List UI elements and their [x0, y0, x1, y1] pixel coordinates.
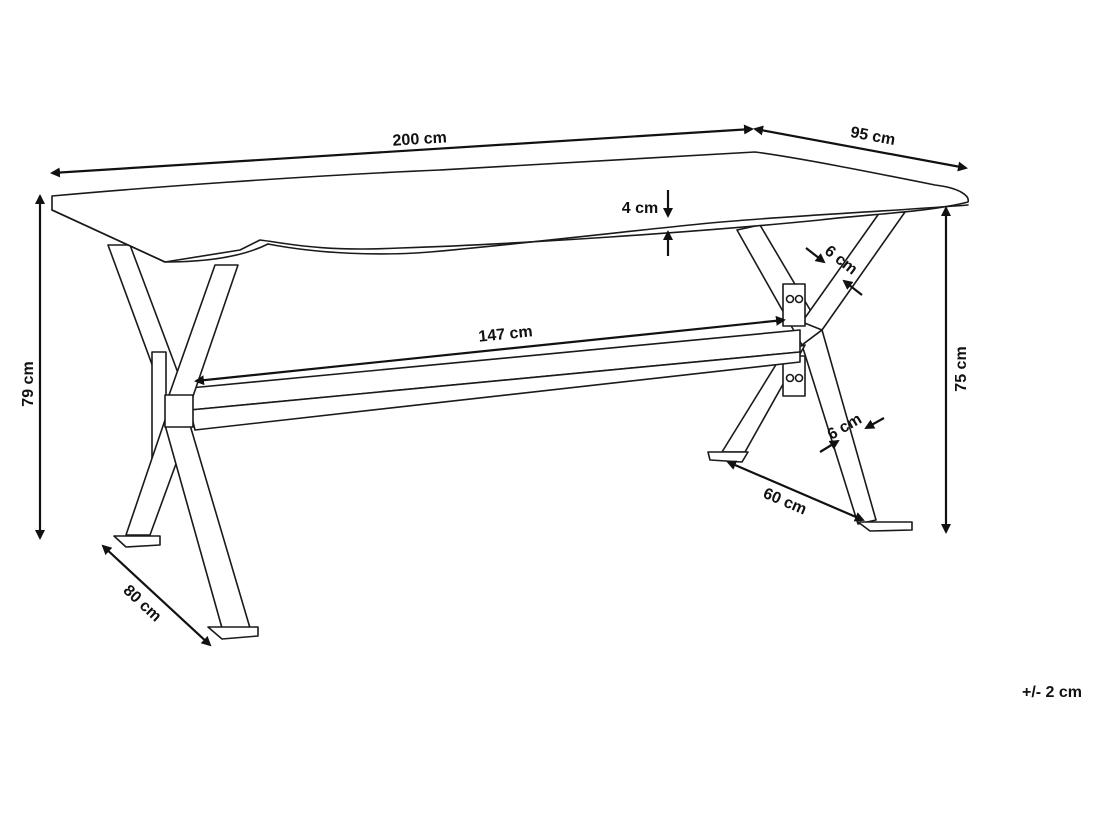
overall-height-label: 79 cm: [20, 361, 37, 406]
front-left-leg: [107, 244, 259, 640]
top-thickness-label: 4 cm: [622, 200, 658, 217]
stretcher-beam: [189, 329, 801, 431]
leg-depth-left-label: 80 cm: [120, 582, 165, 625]
length-label: 200 cm: [392, 129, 447, 149]
stretcher-length-label: 147 cm: [478, 323, 534, 345]
leg-depth-right-label: 60 cm: [761, 485, 809, 518]
depth-label: 95 cm: [849, 124, 897, 149]
dimension-lines: [35, 124, 968, 647]
tolerance-note: +/- 2 cm: [1021, 684, 1082, 701]
leg-height-label: 75 cm: [953, 346, 970, 391]
back-right-leg: [707, 211, 913, 532]
